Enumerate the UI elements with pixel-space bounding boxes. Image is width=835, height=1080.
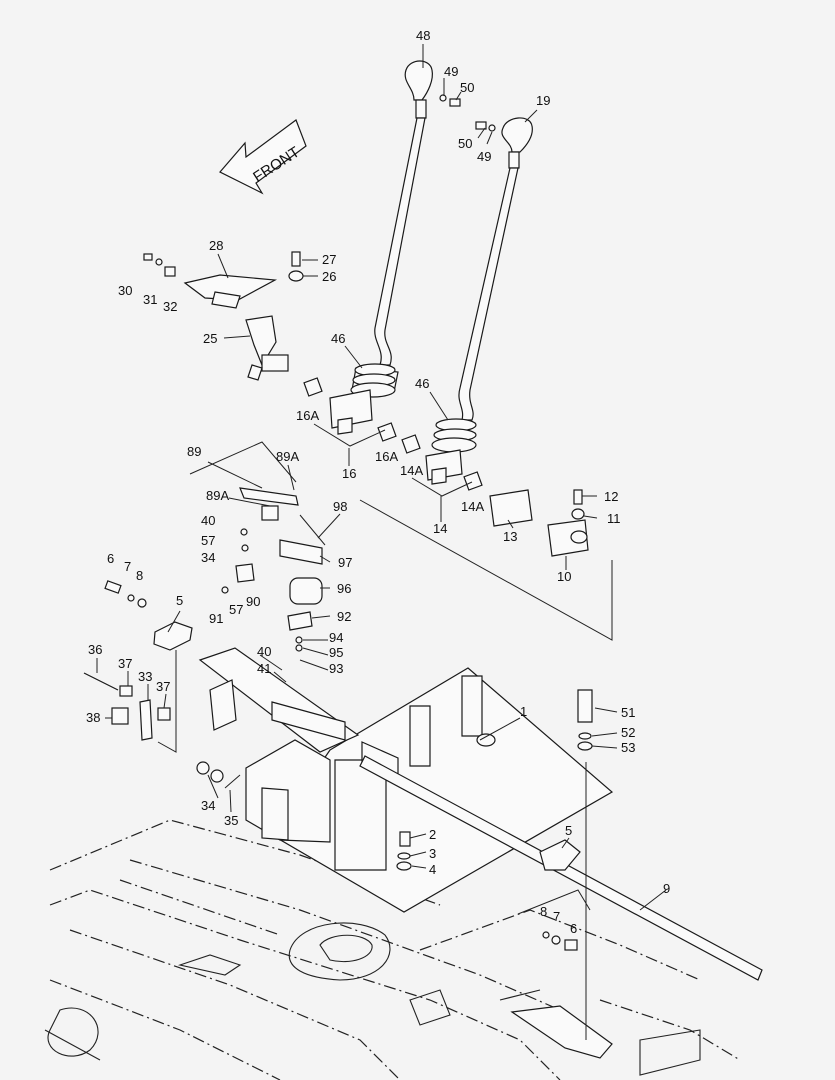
callout: 93 bbox=[329, 661, 343, 676]
callout: 14A bbox=[461, 499, 484, 514]
callout: 5 bbox=[176, 593, 183, 608]
right-control-lever bbox=[431, 117, 533, 453]
callout: 98 bbox=[333, 499, 347, 514]
callout: 41 bbox=[257, 661, 271, 676]
callout: 48 bbox=[416, 28, 430, 43]
callout: 28 bbox=[209, 238, 223, 253]
callout: 16A bbox=[375, 449, 398, 464]
callout: 12 bbox=[604, 489, 618, 504]
left-control-lever bbox=[350, 60, 433, 398]
callout: 8 bbox=[540, 904, 547, 919]
callout: 34 bbox=[201, 798, 215, 813]
callout: 5 bbox=[565, 823, 572, 838]
long-shaft bbox=[359, 755, 763, 1059]
callout: 27 bbox=[322, 252, 336, 267]
callout: 19 bbox=[536, 93, 550, 108]
callout: 36 bbox=[88, 642, 102, 657]
callout: 57 bbox=[229, 602, 243, 617]
callout: 37 bbox=[118, 656, 132, 671]
callout: 92 bbox=[337, 609, 351, 624]
callout: 6 bbox=[570, 921, 577, 936]
callout: 50 bbox=[460, 80, 474, 95]
callout: 25 bbox=[203, 331, 217, 346]
callout: 10 bbox=[557, 569, 571, 584]
lever-fasteners bbox=[439, 94, 496, 132]
callout: 32 bbox=[163, 299, 177, 314]
pedal-assembly bbox=[143, 251, 304, 381]
callout: 13 bbox=[503, 529, 517, 544]
callout: 11 bbox=[607, 511, 621, 526]
callout: 40 bbox=[201, 513, 215, 528]
callout: 2 bbox=[429, 827, 436, 842]
callouts: 48 49 50 19 50 49 28 27 26 30 31 32 25 4… bbox=[86, 28, 670, 936]
base-plate-assembly bbox=[198, 647, 614, 913]
callout: 91 bbox=[209, 611, 223, 626]
callout: 35 bbox=[224, 813, 238, 828]
leader-lines bbox=[96, 44, 667, 1040]
callout: 7 bbox=[553, 909, 560, 924]
callout: 53 bbox=[621, 740, 635, 755]
callout: 50 bbox=[458, 136, 472, 151]
callout: 14 bbox=[433, 521, 447, 536]
callout: 8 bbox=[136, 568, 143, 583]
callout: 6 bbox=[107, 551, 114, 566]
callout: 3 bbox=[429, 846, 436, 861]
callout: 9 bbox=[663, 881, 670, 896]
callout: 49 bbox=[444, 64, 458, 79]
linkage-assembly bbox=[221, 487, 326, 652]
callout: 34 bbox=[201, 550, 215, 565]
callout: 7 bbox=[124, 559, 131, 574]
callout: 94 bbox=[329, 630, 343, 645]
callout: 38 bbox=[86, 710, 100, 725]
callout: 16A bbox=[296, 408, 319, 423]
callout: 16 bbox=[342, 466, 356, 481]
callout: 4 bbox=[429, 862, 436, 877]
callout: 57 bbox=[201, 533, 215, 548]
left-side-parts bbox=[83, 580, 241, 789]
callout: 37 bbox=[156, 679, 170, 694]
callout: 89 bbox=[187, 444, 201, 459]
callout: 89A bbox=[276, 449, 299, 464]
callout: 1 bbox=[520, 704, 527, 719]
callout: 90 bbox=[246, 594, 260, 609]
machine-frame-outline bbox=[44, 819, 741, 1080]
callout: 14A bbox=[400, 463, 423, 478]
callout: 97 bbox=[338, 555, 352, 570]
callout: 46 bbox=[331, 331, 345, 346]
callout: 46 bbox=[415, 376, 429, 391]
callout: 51 bbox=[621, 705, 635, 720]
callout: 89A bbox=[206, 488, 229, 503]
callout: 95 bbox=[329, 645, 343, 660]
callout: 31 bbox=[143, 292, 157, 307]
callout: 33 bbox=[138, 669, 152, 684]
front-direction-arrow: FRONT bbox=[219, 119, 307, 195]
callout: 30 bbox=[118, 283, 132, 298]
callout: 96 bbox=[337, 581, 351, 596]
callout: 52 bbox=[621, 725, 635, 740]
cross-shaft-assembly bbox=[303, 377, 589, 557]
callout: 40 bbox=[257, 644, 271, 659]
callout: 26 bbox=[322, 269, 336, 284]
callout: 49 bbox=[477, 149, 491, 164]
